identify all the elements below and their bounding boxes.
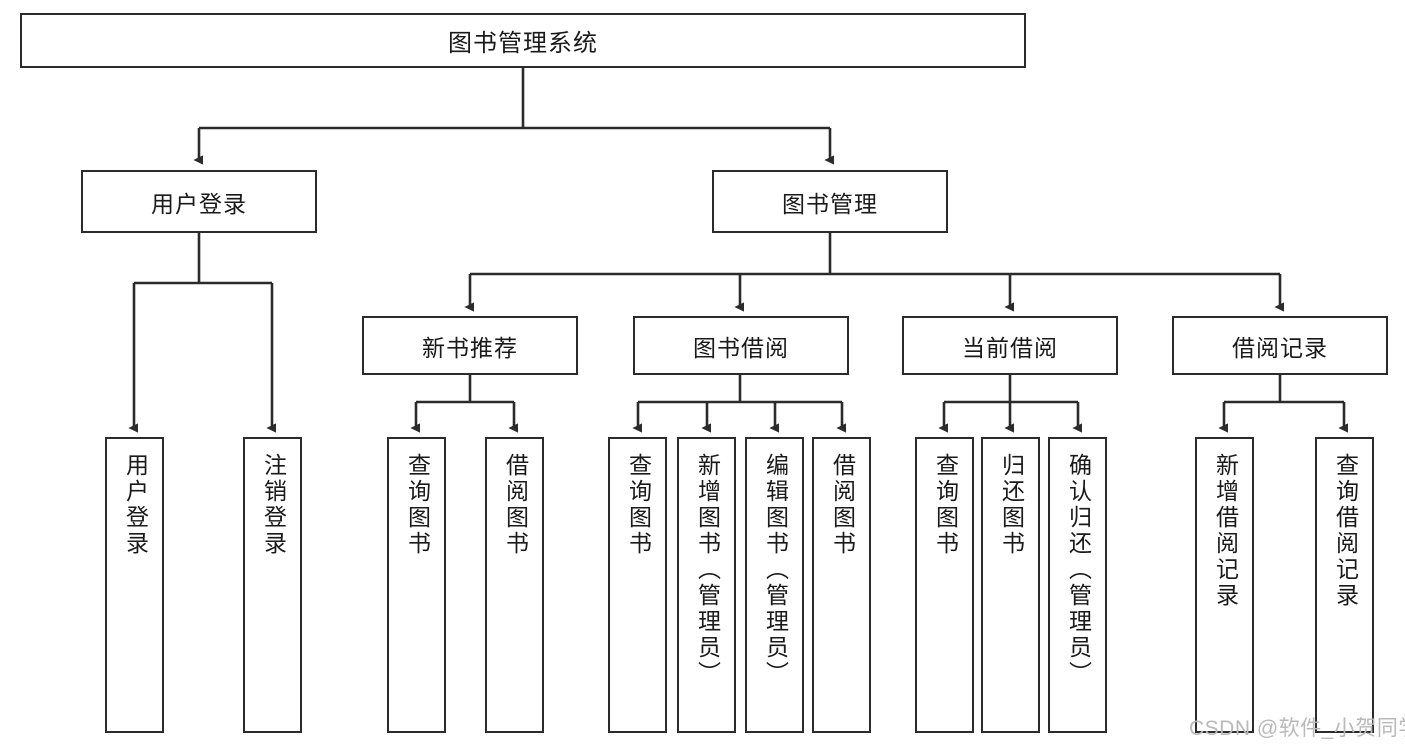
node-new-book-recommend[interactable]: 新书推荐	[362, 316, 578, 375]
leaf-user-login-logout[interactable]: 注销登录	[243, 437, 302, 733]
node-label: 借阅图书	[829, 453, 856, 557]
node-current-borrow[interactable]: 当前借阅	[902, 316, 1118, 375]
node-label: 编辑图书（管理员）	[762, 453, 789, 687]
node-label: 借阅记录	[1232, 334, 1328, 361]
node-label: 新增借阅记录	[1212, 453, 1239, 609]
node-label: 确认归还（管理员）	[1065, 453, 1092, 687]
node-label: 用户登录	[122, 453, 149, 557]
leaf-record-add-record[interactable]: 新增借阅记录	[1195, 437, 1254, 733]
leaf-borrow-borrow-book[interactable]: 借阅图书	[812, 437, 871, 733]
node-label: 用户登录	[151, 190, 247, 217]
leaf-recommend-borrow-book[interactable]: 借阅图书	[485, 437, 544, 733]
node-book-borrow[interactable]: 图书借阅	[633, 316, 849, 375]
node-label: 查询图书	[932, 453, 959, 557]
csdn-watermark: CSDN @软件_小贺同学	[1189, 717, 1405, 740]
node-label: 新增图书（管理员）	[694, 453, 721, 687]
node-label: 查询借阅记录	[1332, 453, 1359, 609]
node-root-system[interactable]: 图书管理系统	[20, 13, 1026, 68]
node-label: 注销登录	[260, 453, 287, 557]
node-user-login[interactable]: 用户登录	[81, 170, 317, 233]
leaf-borrow-add-book-admin[interactable]: 新增图书（管理员）	[677, 437, 736, 733]
leaf-borrow-query-book[interactable]: 查询图书	[608, 437, 667, 733]
leaf-current-return-book[interactable]: 归还图书	[981, 437, 1040, 733]
leaf-user-login-login[interactable]: 用户登录	[105, 437, 164, 733]
leaf-record-query-record[interactable]: 查询借阅记录	[1315, 437, 1374, 733]
node-label: 新书推荐	[422, 334, 518, 361]
node-label: 图书管理	[782, 190, 878, 217]
leaf-current-query-book[interactable]: 查询图书	[915, 437, 974, 733]
node-label: 查询图书	[404, 453, 431, 557]
node-label: 归还图书	[998, 453, 1025, 557]
node-label: 查询图书	[625, 453, 652, 557]
node-book-management[interactable]: 图书管理	[712, 170, 948, 233]
leaf-current-confirm-return-admin[interactable]: 确认归还（管理员）	[1048, 437, 1107, 733]
node-label: 借阅图书	[502, 453, 529, 557]
leaf-borrow-edit-book-admin[interactable]: 编辑图书（管理员）	[745, 437, 804, 733]
node-label: 当前借阅	[962, 334, 1058, 361]
node-borrow-record[interactable]: 借阅记录	[1172, 316, 1388, 375]
leaf-recommend-query-book[interactable]: 查询图书	[387, 437, 446, 733]
node-label: 图书借阅	[693, 334, 789, 361]
node-label: 图书管理系统	[448, 30, 598, 57]
